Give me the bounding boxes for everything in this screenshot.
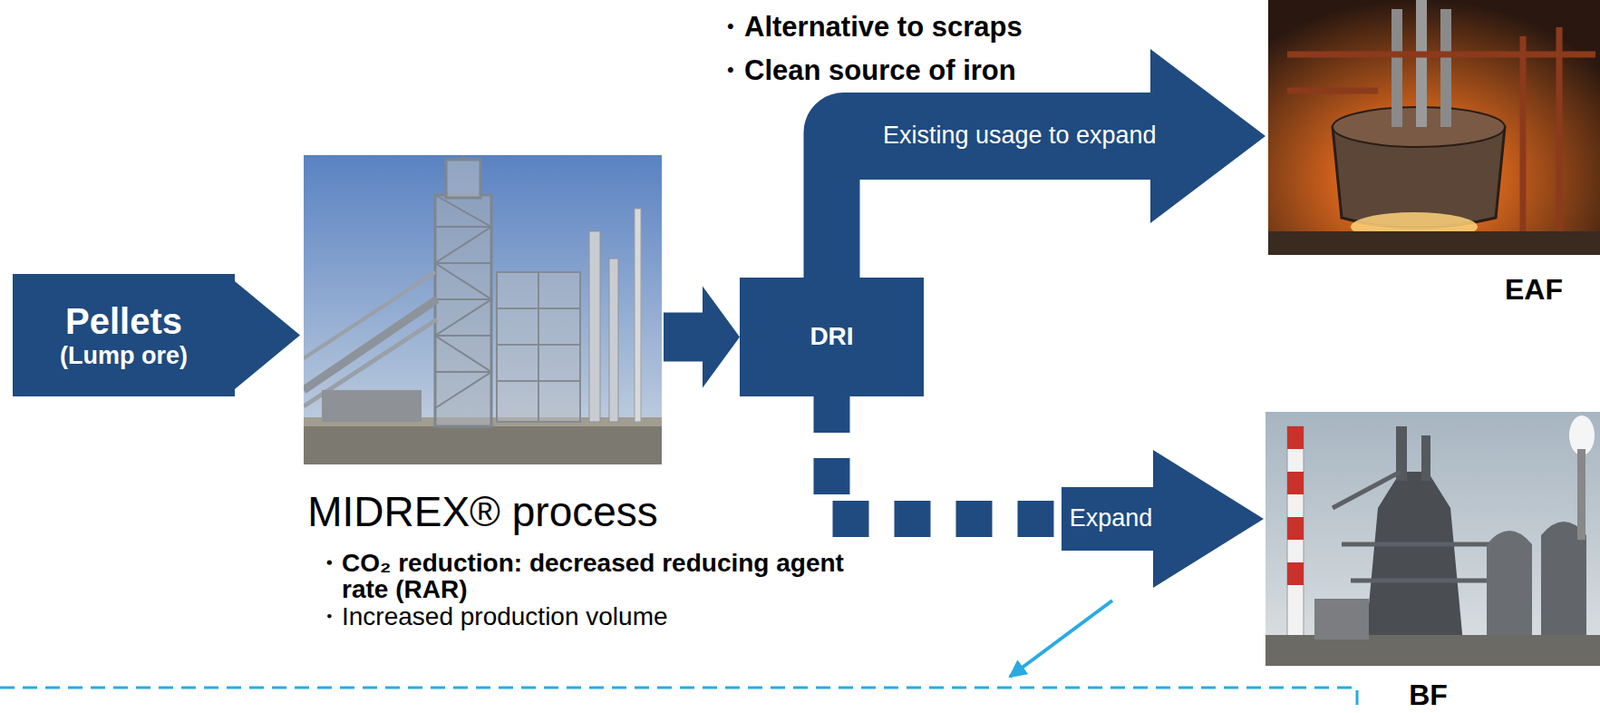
photo-caption: MIDREX® process	[303, 487, 662, 536]
note-box: ・Increased production volume	[316, 602, 897, 630]
process-box: DRI	[739, 277, 924, 397]
bullet-note: ・Clean source of iron	[716, 56, 1017, 87]
plant-photo	[303, 155, 662, 465]
flow-arrow	[663, 286, 740, 388]
block-arrow	[1061, 449, 1264, 588]
note-box: ・Clean source of iron	[716, 56, 1017, 87]
note-box: ・Alternative to scraps	[716, 12, 1023, 43]
flow-arrow	[832, 396, 1265, 588]
pointer-arrow	[1009, 600, 1113, 677]
block-arrow	[804, 48, 1267, 278]
dashed-frame	[0, 687, 1358, 713]
connector-label-box: Existing usage to expand	[882, 122, 1157, 150]
box-label: DRI	[809, 321, 854, 351]
process-box: Pellets(Lump ore)	[12, 273, 235, 397]
bf-photo	[1265, 411, 1600, 666]
dotted-shaft	[832, 396, 1063, 519]
photo-frame: EAF	[1268, 0, 1600, 255]
bullet-note: ・CO₂ reduction: decreased reducing agent…	[316, 549, 897, 603]
flow-arrow	[234, 281, 301, 389]
bullet-note: ・Increased production volume	[316, 602, 897, 630]
photo-caption: BF	[1260, 678, 1596, 712]
connector-label: Expand	[1069, 504, 1154, 533]
eaf-photo	[1268, 0, 1600, 255]
note-box: ・CO₂ reduction: decreased reducing agent…	[316, 549, 897, 603]
block-arrow	[663, 286, 740, 388]
box-label: (Lump ore)	[59, 341, 188, 370]
connector-label: Existing usage to expand	[882, 122, 1157, 150]
photo-frame: MIDREX® process	[303, 155, 662, 465]
photo-frame: BF	[1265, 411, 1600, 666]
connector-label-box: Expand	[1069, 504, 1154, 533]
block-arrow	[234, 281, 301, 389]
photo-caption: EAF	[1367, 272, 1600, 307]
box-label: Pellets	[65, 300, 183, 342]
flow-arrow	[804, 48, 1267, 278]
bullet-note: ・Alternative to scraps	[716, 12, 1023, 43]
